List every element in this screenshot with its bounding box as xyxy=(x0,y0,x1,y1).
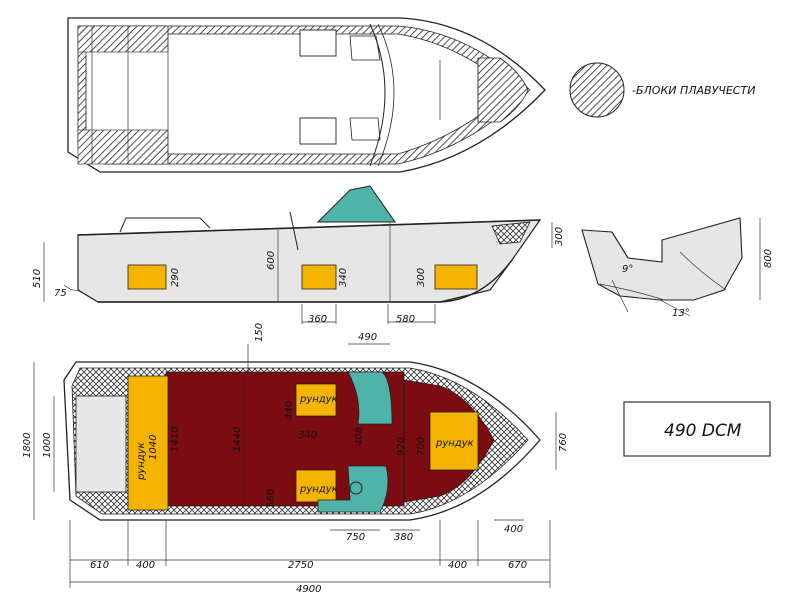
section-view: 800 9° 13° xyxy=(581,217,774,319)
svg-text:340: 340 xyxy=(298,430,317,441)
svg-text:400: 400 xyxy=(136,560,155,571)
svg-text:290: 290 xyxy=(170,268,181,287)
svg-text:13°: 13° xyxy=(672,308,690,319)
svg-text:1000: 1000 xyxy=(42,433,53,458)
svg-text:1800: 1800 xyxy=(22,433,33,458)
svg-text:400: 400 xyxy=(504,524,523,535)
svg-text:400: 400 xyxy=(448,560,467,571)
svg-text:1410: 1410 xyxy=(170,427,181,452)
seat-box-top xyxy=(295,383,337,417)
svg-text:1040: 1040 xyxy=(148,435,159,460)
svg-text:360: 360 xyxy=(308,314,327,325)
svg-text:рундук: рундук xyxy=(299,484,338,495)
svg-text:1440: 1440 xyxy=(232,427,243,452)
rear-locker xyxy=(127,375,169,511)
svg-text:700: 700 xyxy=(416,437,427,456)
model-name: 490 DCM xyxy=(664,421,742,441)
svg-text:рундук: рундук xyxy=(136,442,147,481)
console-bottom xyxy=(317,465,389,513)
svg-text:760: 760 xyxy=(558,433,569,452)
svg-text:670: 670 xyxy=(508,560,527,571)
svg-text:920: 920 xyxy=(396,437,407,456)
svg-text:440: 440 xyxy=(284,401,295,420)
side-box-2 xyxy=(301,264,337,290)
svg-text:750: 750 xyxy=(346,532,365,543)
legend: -БЛОКИ ПЛАВУЧЕСТИ xyxy=(569,62,755,118)
svg-text:408: 408 xyxy=(354,427,365,446)
svg-text:580: 580 xyxy=(396,314,415,325)
svg-text:300: 300 xyxy=(416,268,427,287)
side-box-3 xyxy=(434,264,478,290)
svg-text:490: 490 xyxy=(358,332,377,343)
svg-text:340: 340 xyxy=(338,268,349,287)
seat-box-bottom xyxy=(295,469,337,503)
side-box-1 xyxy=(127,264,167,290)
svg-text:9°: 9° xyxy=(622,264,633,275)
svg-text:300: 300 xyxy=(554,227,565,246)
svg-text:4900: 4900 xyxy=(296,584,321,595)
console-top xyxy=(347,371,393,425)
svg-text:150: 150 xyxy=(254,323,265,342)
svg-text:560: 560 xyxy=(266,489,277,508)
svg-text:510: 510 xyxy=(32,269,43,288)
svg-text:рундук: рундук xyxy=(435,438,474,449)
side-view: 510 75 290 600 340 300 300 360 580 xyxy=(32,185,565,325)
plan-view: рундук 1040 рундук рундук рундук 1410 14… xyxy=(22,323,569,595)
flotation-legend-swatch xyxy=(569,62,625,118)
svg-text:рундук: рундук xyxy=(299,394,338,405)
svg-text:75: 75 xyxy=(54,288,67,299)
svg-text:2750: 2750 xyxy=(288,560,313,571)
steering-wheel-icon xyxy=(349,481,363,495)
svg-text:380: 380 xyxy=(394,532,413,543)
top-hull-view xyxy=(67,17,546,173)
model-box: 490 DCM xyxy=(623,401,771,457)
svg-text:610: 610 xyxy=(90,560,109,571)
bow-locker xyxy=(429,411,479,471)
svg-text:600: 600 xyxy=(266,251,277,270)
svg-text:800: 800 xyxy=(763,249,774,268)
flotation-legend-label: -БЛОКИ ПЛАВУЧЕСТИ xyxy=(632,84,755,97)
